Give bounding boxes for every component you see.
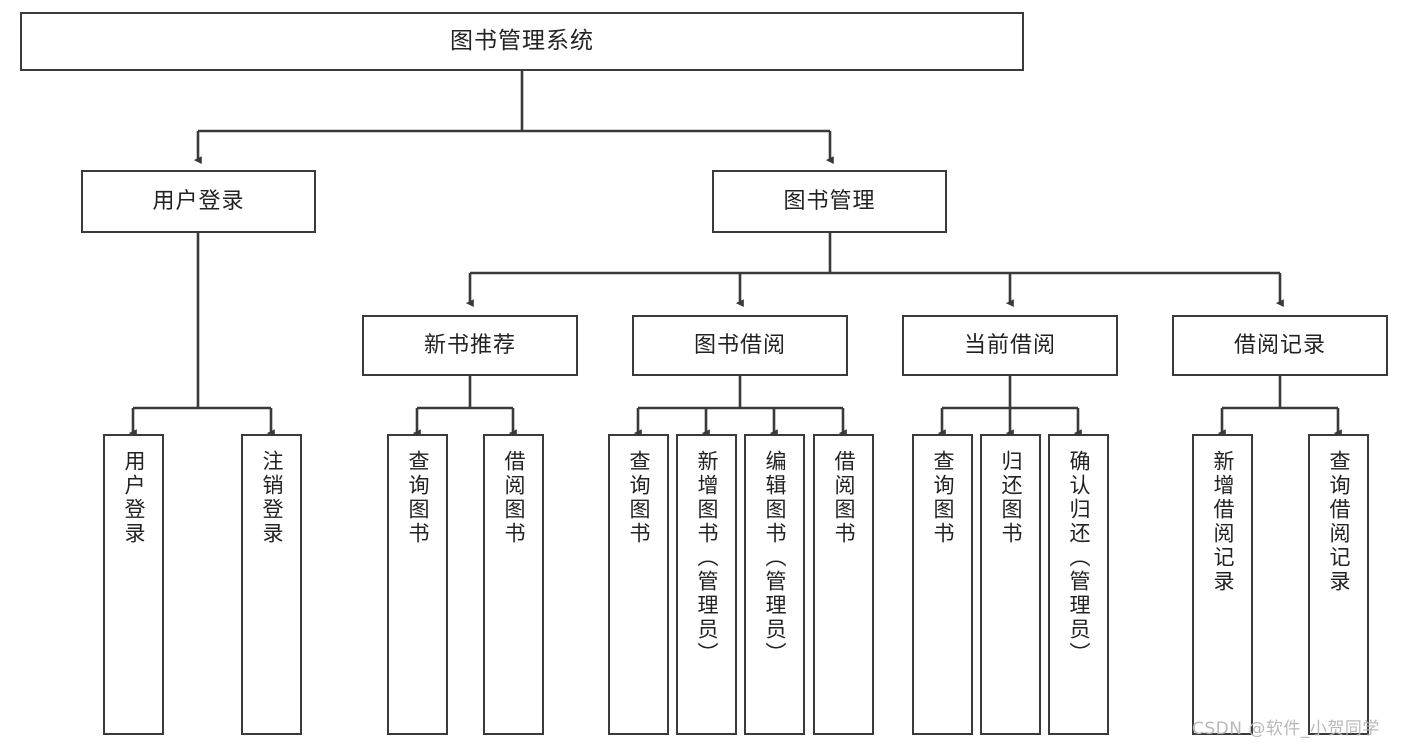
edge-new-book-recommend-to-leaves [412,376,517,438]
node-new-book-recommend[interactable]: 新书推荐 [362,315,578,376]
edge-book-borrow-to-leaves [633,376,847,438]
edge-user-login-to-leaves [128,233,275,438]
node-book-management[interactable]: 图书管理 [712,170,947,233]
leaf-return-book[interactable]: 归还图书 [980,434,1041,735]
node-label: 新增借阅记录 [1211,450,1236,594]
leaf-borrow-book[interactable]: 借阅图书 [813,434,874,735]
leaf-confirm-return-admin[interactable]: 确认归还（管理员） [1048,434,1109,735]
csdn-watermark: CSDN @软件_小贺同学 [1192,719,1380,739]
node-label: 图书管理 [783,188,876,214]
node-label: 用户登录 [122,450,147,546]
leaf-query-borrow-record[interactable]: 查询借阅记录 [1308,434,1369,735]
leaf-query-book-current[interactable]: 查询图书 [912,434,973,735]
node-label: 确认归还（管理员） [1067,450,1092,666]
node-book-borrow[interactable]: 图书借阅 [632,315,848,376]
leaf-edit-book-admin[interactable]: 编辑图书（管理员） [744,434,805,735]
node-label: 当前借阅 [963,332,1056,358]
leaf-query-book-recommend[interactable]: 查询图书 [387,434,448,735]
edge-borrow-record-to-leaves [1217,376,1342,438]
node-label: 查询借阅记录 [1327,450,1352,594]
node-label: 借阅图书 [832,450,857,546]
node-label: 图书借阅 [693,332,786,358]
leaf-add-book-admin[interactable]: 新增图书（管理员） [676,434,737,735]
edge-current-borrow-to-leaves [937,376,1082,438]
node-label: 注销登录 [260,450,285,546]
node-label: 归还图书 [999,450,1024,546]
leaf-add-borrow-record[interactable]: 新增借阅记录 [1192,434,1253,735]
node-label: 编辑图书（管理员） [763,450,788,666]
node-label: 借阅记录 [1233,332,1326,358]
node-user-login[interactable]: 用户登录 [81,170,316,233]
edge-root-to-level2 [193,71,834,165]
leaf-borrow-book-recommend[interactable]: 借阅图书 [483,434,544,735]
node-label: 用户登录 [152,188,245,214]
node-label: 借阅图书 [502,450,527,546]
leaf-user-login[interactable]: 用户登录 [103,434,164,735]
node-label: 新增图书（管理员） [695,450,720,666]
node-current-borrow[interactable]: 当前借阅 [902,315,1118,376]
node-label: 查询图书 [406,450,431,546]
node-label: 图书管理系统 [450,27,594,54]
leaf-logout-login[interactable]: 注销登录 [241,434,302,735]
leaf-query-book-borrow[interactable]: 查询图书 [608,434,669,735]
node-borrow-record[interactable]: 借阅记录 [1172,315,1388,376]
node-label: 查询图书 [627,450,652,546]
node-label: 新书推荐 [423,332,516,358]
edge-book-manage-to-level3 [465,233,1284,308]
node-label: 查询图书 [931,450,956,546]
node-root-book-management-system[interactable]: 图书管理系统 [20,12,1024,71]
